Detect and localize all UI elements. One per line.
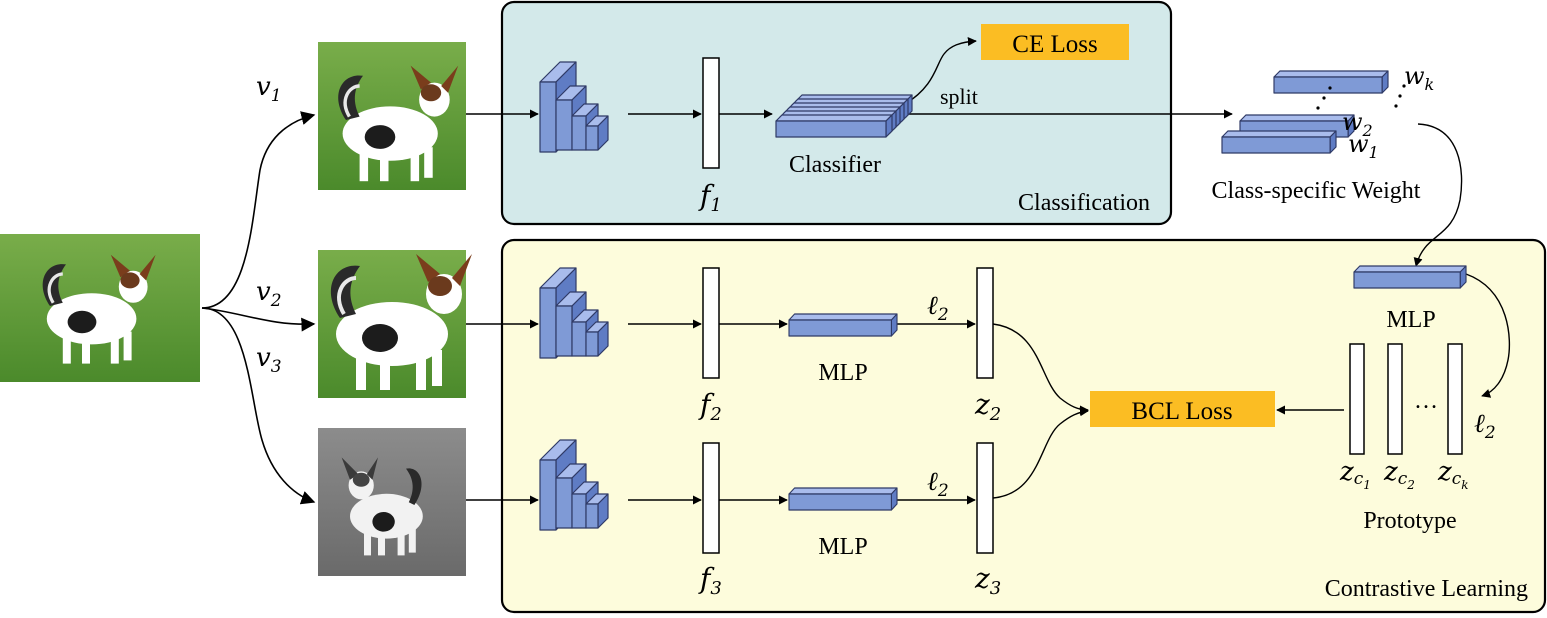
embedding-z2	[976, 267, 994, 379]
arrow-z2-to-bcl	[992, 323, 1089, 415]
prototype-label-zck: zck	[1437, 457, 1469, 492]
prototype-label: Prototype	[1363, 508, 1456, 534]
mlp-block-1	[788, 313, 898, 337]
classification-region-label: Classification	[1018, 190, 1150, 216]
l2-label-b: ℓ2	[927, 467, 949, 501]
mlp-label-2: MLP	[818, 534, 867, 560]
view-label-v3: v3	[256, 343, 282, 377]
mlp-label-1: MLP	[818, 360, 867, 386]
prototype-vector-c2	[1387, 343, 1403, 455]
arrow-split-to-ce-loss	[904, 37, 977, 105]
prototype-ellipsis: …	[1414, 388, 1438, 414]
split-label: split	[940, 84, 978, 109]
view-label-v2: v2	[256, 277, 282, 311]
ce-loss-box	[981, 24, 1129, 60]
weight-label-w1: w1	[1348, 130, 1379, 162]
bcl-loss-box	[1090, 391, 1275, 427]
prototype-vector-c1	[1349, 343, 1365, 455]
view-1-image	[318, 42, 466, 190]
prototype-label-zc2: zc2	[1383, 457, 1415, 492]
feature-vector-f2	[702, 267, 720, 379]
feature-vector-f1	[702, 57, 720, 169]
prototype-label-zc1: zc1	[1339, 457, 1371, 492]
arrow-z3-to-bcl	[992, 407, 1089, 499]
mlp-block-2	[788, 487, 898, 511]
ce-loss-label: CE Loss	[1012, 31, 1097, 58]
l2-label-a: ℓ2	[927, 291, 949, 325]
view-3-image	[318, 428, 466, 576]
weight-label-wk: wk	[1404, 62, 1434, 94]
view-2-image	[318, 250, 474, 398]
classifier-block	[775, 94, 913, 138]
weight-label-w2: w2	[1342, 108, 1373, 140]
l2-label-c: ℓ2	[1474, 409, 1496, 443]
prototype-vector-ck	[1447, 343, 1463, 455]
weight-dots	[1316, 84, 1406, 110]
contrastive-learning-region	[500, 238, 1547, 614]
arrow-mlp-to-prototype	[1465, 273, 1511, 398]
view-label-v1: v1	[256, 72, 282, 106]
prototype-mlp-label: MLP	[1386, 307, 1435, 333]
feature-vector-f3	[702, 442, 720, 554]
bcl-loss-label: BCL Loss	[1131, 398, 1232, 425]
prototype-mlp-block	[1353, 265, 1467, 289]
arrow-weights-to-mlp	[1413, 123, 1463, 267]
augmentation-arrows	[201, 111, 316, 505]
embedding-label-z2: z2	[974, 388, 1001, 425]
class-specific-weight-label: Class-specific Weight	[1212, 178, 1421, 204]
embedding-z3	[976, 442, 994, 554]
embedding-label-z3: z3	[974, 562, 1001, 599]
original-image	[0, 234, 200, 382]
classifier-label: Classifier	[789, 152, 881, 178]
contrastive-learning-region-label: Contrastive Learning	[1325, 576, 1528, 602]
